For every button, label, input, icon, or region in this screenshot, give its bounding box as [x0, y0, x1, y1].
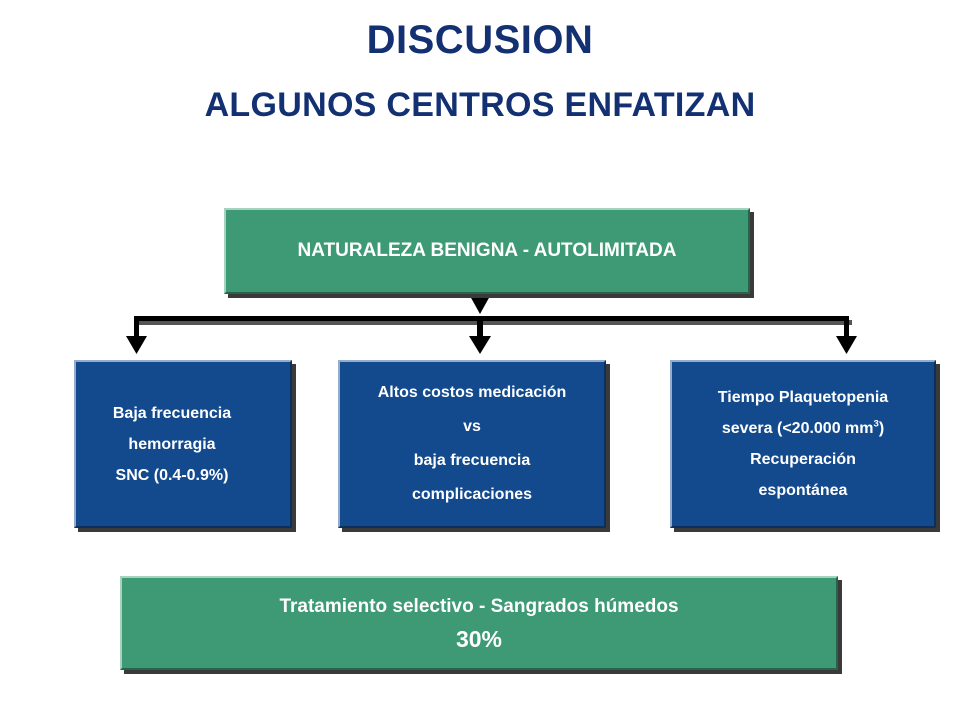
- connector-left-stem: [134, 316, 139, 340]
- arrow-down-left: [126, 336, 147, 354]
- middle-box-line: complicaciones: [411, 486, 533, 503]
- left-box-baja-frecuencia: Baja frecuencia hemorragia SNC (0.4-0.9%…: [74, 360, 292, 528]
- connector-bar-shadow: [137, 320, 852, 325]
- middle-box-line: vs: [463, 418, 481, 435]
- right-box-tiempo-plaquetopenia: Tiempo Plaquetopenia severa (<20.000 mm3…: [670, 360, 936, 528]
- bottom-box-tratamiento: Tratamiento selectivo - Sangrados húmedo…: [120, 576, 838, 670]
- right-box-line: espontánea: [758, 482, 848, 499]
- left-box-line: hemorragia: [128, 435, 216, 453]
- right-box-line: Tiempo Plaquetopenia: [717, 389, 889, 406]
- bottom-box-percentage: 30%: [455, 626, 503, 652]
- connector-right-stem: [844, 316, 849, 340]
- middle-box-line: Altos costos medicación: [377, 384, 567, 401]
- middle-box-line: baja frecuencia: [413, 452, 531, 469]
- connector-middle-stem: [477, 316, 483, 340]
- middle-box-altos-costos: Altos costos medicación vs baja frecuenc…: [338, 360, 606, 528]
- top-box-naturaleza: NATURALEZA BENIGNA - AUTOLIMITADA: [224, 208, 750, 294]
- slide-title: DISCUSION: [366, 18, 594, 62]
- top-box-label: NATURALEZA BENIGNA - AUTOLIMITADA: [297, 240, 677, 261]
- bottom-box-line1: Tratamiento selectivo - Sangrados húmedo…: [279, 596, 679, 617]
- arrow-down-top: [470, 296, 490, 314]
- right-box-line-severa: severa (<20.000 mm3): [722, 413, 884, 444]
- right-box-line: Recuperación: [750, 451, 856, 468]
- left-box-line: SNC (0.4-0.9%): [115, 466, 229, 484]
- slide-subtitle: ALGUNOS CENTROS ENFATIZAN: [204, 86, 756, 124]
- arrow-down-middle: [469, 336, 491, 354]
- right-box-line2-suffix: ): [878, 420, 885, 437]
- right-box-line2-sup: 3: [873, 418, 879, 430]
- left-box-line: Baja frecuencia: [112, 404, 232, 422]
- arrow-down-right: [836, 336, 857, 354]
- connector-bar: [134, 316, 849, 321]
- right-box-line2-prefix: severa (<20.000 mm: [721, 420, 874, 437]
